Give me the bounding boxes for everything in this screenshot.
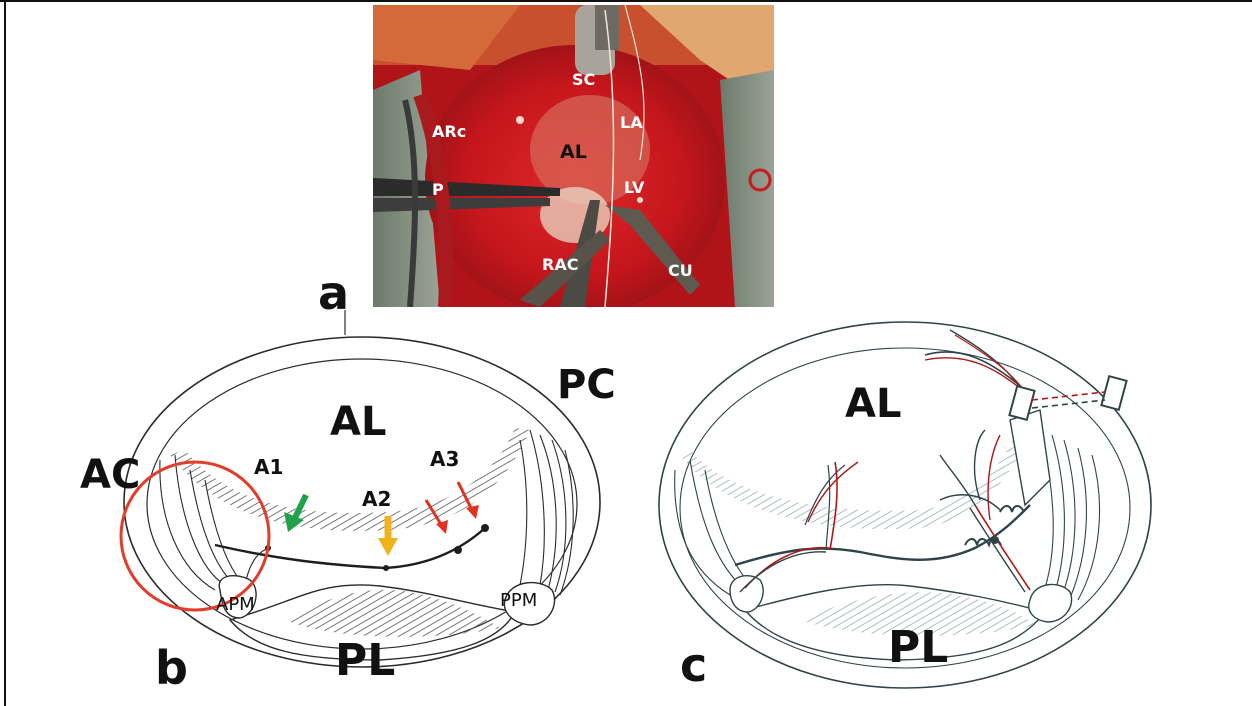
panel-label-c: c (680, 642, 707, 688)
c-label-pl: PL (888, 622, 948, 673)
c-label-al: AL (845, 381, 901, 427)
